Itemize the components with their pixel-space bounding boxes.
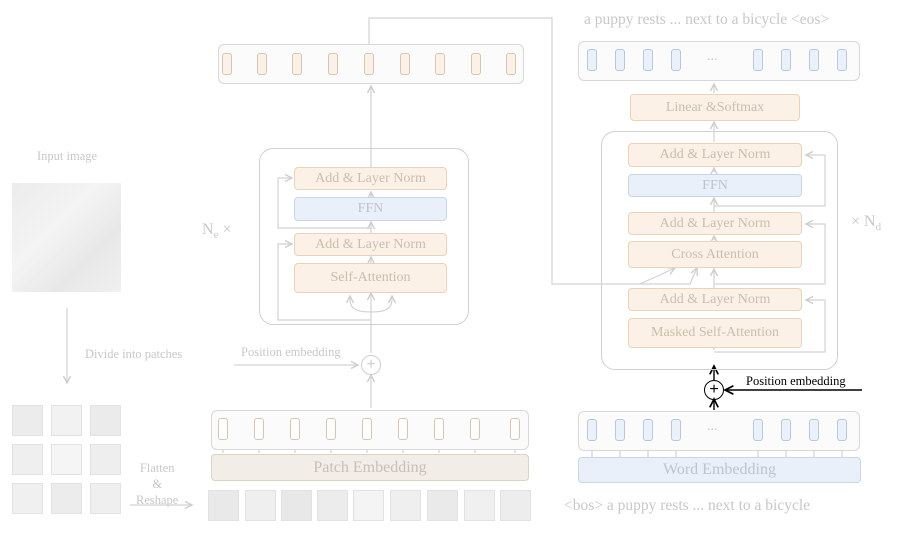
encoder-add-norm-top: Add & Layer Norm <box>294 167 447 190</box>
decoder-repeat-times: × <box>851 213 861 230</box>
linear-softmax: Linear &Softmax <box>630 94 800 121</box>
decoder-input-token <box>837 419 847 441</box>
encoder-input-token <box>398 418 408 440</box>
encoder-position-embedding-label: Position embedding <box>241 345 341 359</box>
decoder-ffn: FFN <box>628 174 802 197</box>
encoder-output-token <box>435 53 445 75</box>
decoder-input-text: <bos> a puppy rests ... next to a bicycl… <box>564 497 811 514</box>
encoder-output-token <box>292 53 302 75</box>
encoder-input-token <box>326 418 336 440</box>
decoder-repeat-label: × Nd <box>851 213 881 233</box>
encoder-output-token <box>222 53 232 75</box>
decoder-repeat-symbol: N <box>864 213 876 230</box>
encoder-layer-container <box>259 148 469 325</box>
encoder-output-token <box>471 53 481 75</box>
image-patch <box>90 483 121 514</box>
decoder-plus-symbol: + <box>709 381 719 398</box>
decoder-add-norm-2: Add & Layer Norm <box>628 212 802 235</box>
decoder-repeat-subscript: d <box>875 221 882 234</box>
encoder-plus-node: + <box>361 355 381 375</box>
encoder-self-attention: Self-Attention <box>294 263 447 293</box>
flat-patch <box>353 490 384 521</box>
image-patch <box>12 483 43 514</box>
patch-embedding: Patch Embedding <box>211 454 529 481</box>
image-patch <box>12 444 43 475</box>
encoder-output-token <box>364 53 374 75</box>
flat-patch <box>281 490 312 521</box>
flatten-reshape-label: Flatten & Reshape <box>136 461 179 507</box>
decoder-input-ellipsis: ... <box>707 419 718 434</box>
encoder-input-token <box>254 418 264 440</box>
decoder-output-token <box>753 49 763 71</box>
decoder-output-token <box>615 49 625 71</box>
image-patch <box>51 483 82 514</box>
decoder-add-norm-3: Add & Layer Norm <box>628 288 802 311</box>
decoder-layer-container <box>601 131 838 370</box>
encoder-input-token <box>290 418 300 440</box>
encoder-repeat-times: × <box>222 221 232 238</box>
decoder-output-ellipsis: ... <box>707 49 718 64</box>
encoder-output-token <box>257 53 267 75</box>
encoder-input-token <box>510 418 520 440</box>
decoder-output-token <box>671 49 681 71</box>
decoder-output-text: a puppy rests ... next to a bicycle <eos… <box>584 11 830 28</box>
decoder-position-embedding-label: Position embedding <box>746 374 846 388</box>
decoder-output-token <box>837 49 847 71</box>
encoder-output-token <box>328 53 338 75</box>
decoder-plus-node: + <box>704 380 724 400</box>
image-patch <box>51 444 82 475</box>
decoder-cross-attention: Cross Attention <box>628 241 802 268</box>
flattened-patch-strip <box>208 490 533 522</box>
decoder-output-token <box>809 49 819 71</box>
image-patch <box>12 405 43 436</box>
flat-patch <box>208 490 239 521</box>
encoder-repeat-subscript: e <box>213 229 219 242</box>
flat-patch <box>427 490 458 521</box>
decoder-input-token <box>781 419 791 441</box>
encoder-add-norm-bottom: Add & Layer Norm <box>294 233 447 256</box>
word-embedding: Word Embedding <box>578 457 861 483</box>
encoder-input-token <box>218 418 228 440</box>
flat-patch <box>464 490 495 521</box>
flat-patch <box>317 490 348 521</box>
encoder-output-token <box>506 53 516 75</box>
encoder-ffn: FFN <box>294 197 447 221</box>
encoder-input-token <box>470 418 480 440</box>
encoder-repeat-label: Ne × <box>202 221 231 241</box>
decoder-input-token <box>671 419 681 441</box>
decoder-output-token <box>781 49 791 71</box>
divide-into-patches-label: Divide into patches <box>85 347 183 361</box>
encoder-input-token <box>434 418 444 440</box>
flat-patch <box>500 490 531 521</box>
decoder-input-token <box>753 419 763 441</box>
decoder-output-token <box>587 49 597 71</box>
flat-patch <box>390 490 421 521</box>
encoder-plus-symbol: + <box>366 356 376 373</box>
input-image <box>12 183 121 292</box>
input-image-label: Input image <box>37 149 98 163</box>
image-patch <box>90 444 121 475</box>
masked-self-attention: Masked Self-Attention <box>628 318 802 348</box>
encoder-output-token <box>400 53 410 75</box>
decoder-add-norm-1: Add & Layer Norm <box>628 143 802 167</box>
flat-patch <box>245 490 276 521</box>
image-patches-grid <box>12 405 122 515</box>
decoder-output-token <box>643 49 653 71</box>
decoder-input-token <box>615 419 625 441</box>
decoder-input-token <box>809 419 819 441</box>
encoder-input-token <box>362 418 372 440</box>
image-patch <box>51 405 82 436</box>
encoder-repeat-symbol: N <box>202 221 214 238</box>
decoder-input-token <box>643 419 653 441</box>
decoder-input-token <box>587 419 597 441</box>
image-patch <box>90 405 121 436</box>
